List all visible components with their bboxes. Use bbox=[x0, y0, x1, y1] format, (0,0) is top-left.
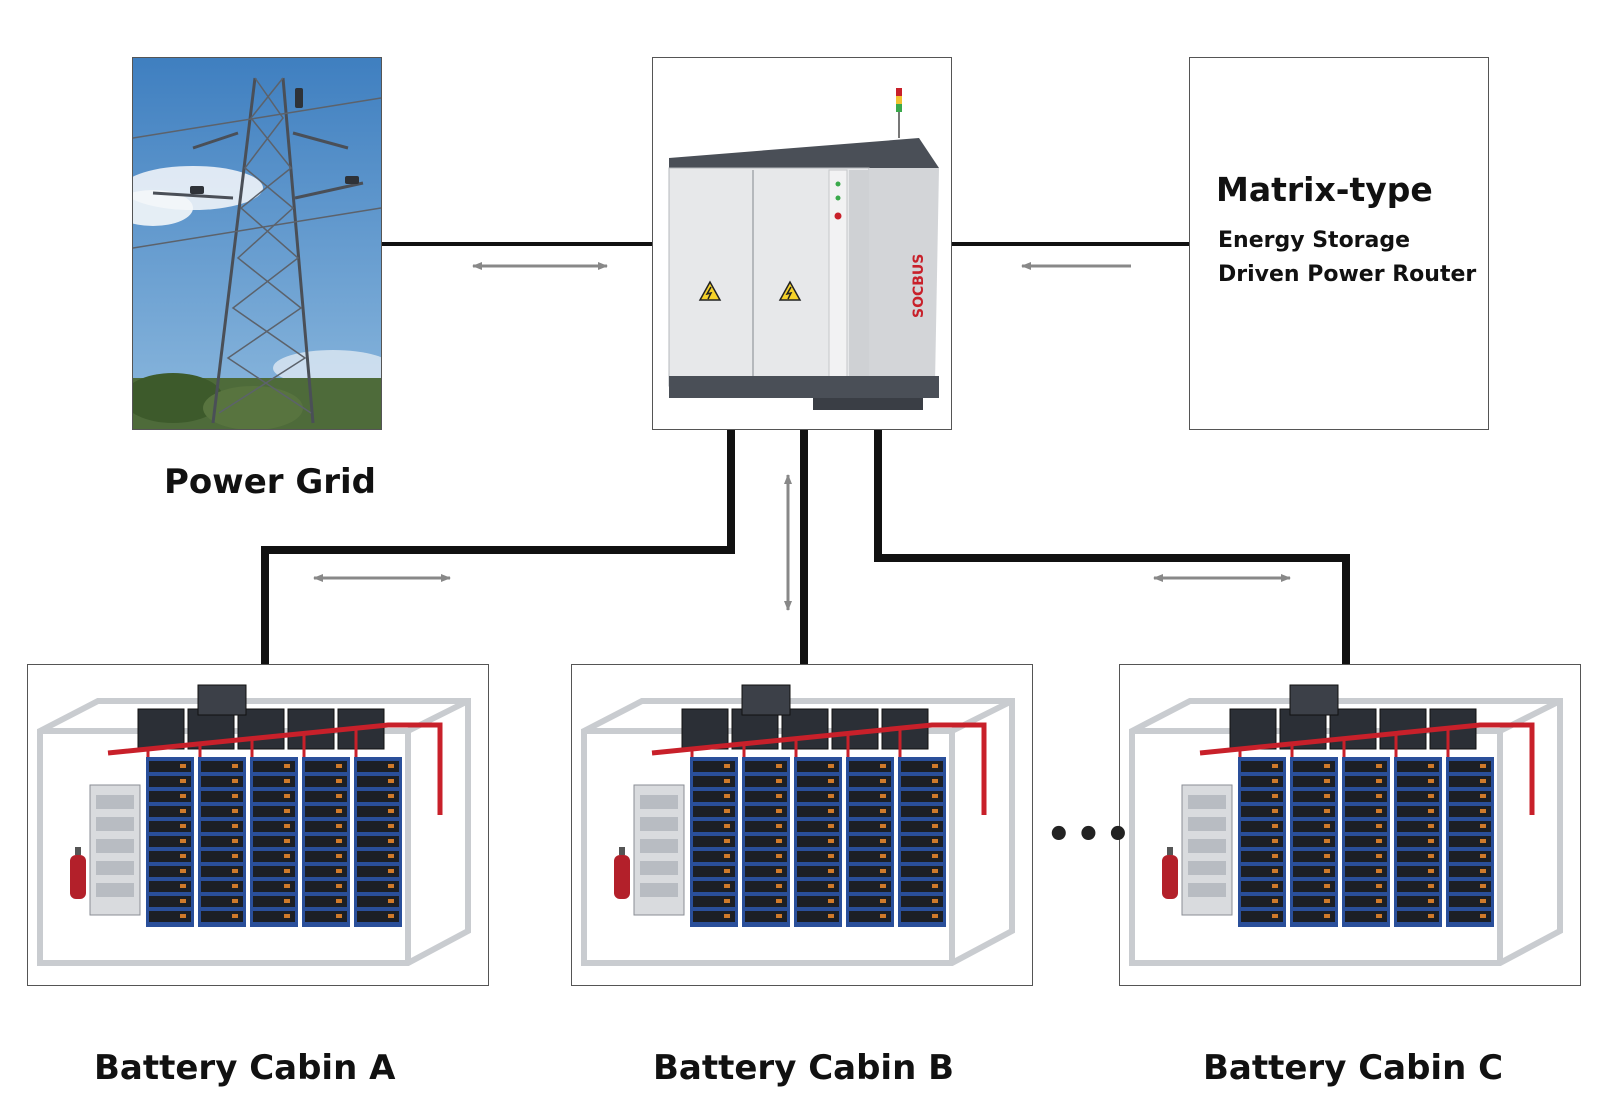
router-cabinet-image: SOCBUS bbox=[652, 57, 952, 430]
power-grid-image bbox=[132, 57, 382, 430]
battery-cabin-a-image bbox=[27, 664, 489, 986]
battery-cabin-c-label: Battery Cabin C bbox=[1203, 1048, 1504, 1088]
router-subtitle-line1: Energy Storage bbox=[1218, 228, 1411, 253]
power-grid-label: Power Grid bbox=[164, 462, 377, 502]
wire-cabinet-cabin-c bbox=[874, 430, 1350, 664]
battery-cabin-b-label: Battery Cabin B bbox=[653, 1048, 955, 1088]
wire-cabinet-cabin-a bbox=[261, 430, 735, 664]
power-cabinet-icon: SOCBUS bbox=[653, 58, 951, 429]
battery-container-icon bbox=[1120, 665, 1580, 985]
router-title: Matrix-type bbox=[1216, 170, 1433, 209]
battery-cabin-b-image bbox=[571, 664, 1033, 986]
router-description-box: Matrix-type Energy Storage Driven Power … bbox=[1189, 57, 1489, 430]
cabinet-brand: SOCBUS bbox=[911, 254, 927, 318]
transmission-tower-icon bbox=[133, 58, 381, 429]
battery-cabin-a-label: Battery Cabin A bbox=[94, 1048, 396, 1088]
battery-container-icon bbox=[572, 665, 1032, 985]
battery-container-icon bbox=[28, 665, 488, 985]
more-cabins-ellipsis: ••• bbox=[1046, 812, 1135, 858]
battery-cabin-c-image bbox=[1119, 664, 1581, 986]
router-subtitle-line2: Driven Power Router bbox=[1218, 262, 1477, 287]
